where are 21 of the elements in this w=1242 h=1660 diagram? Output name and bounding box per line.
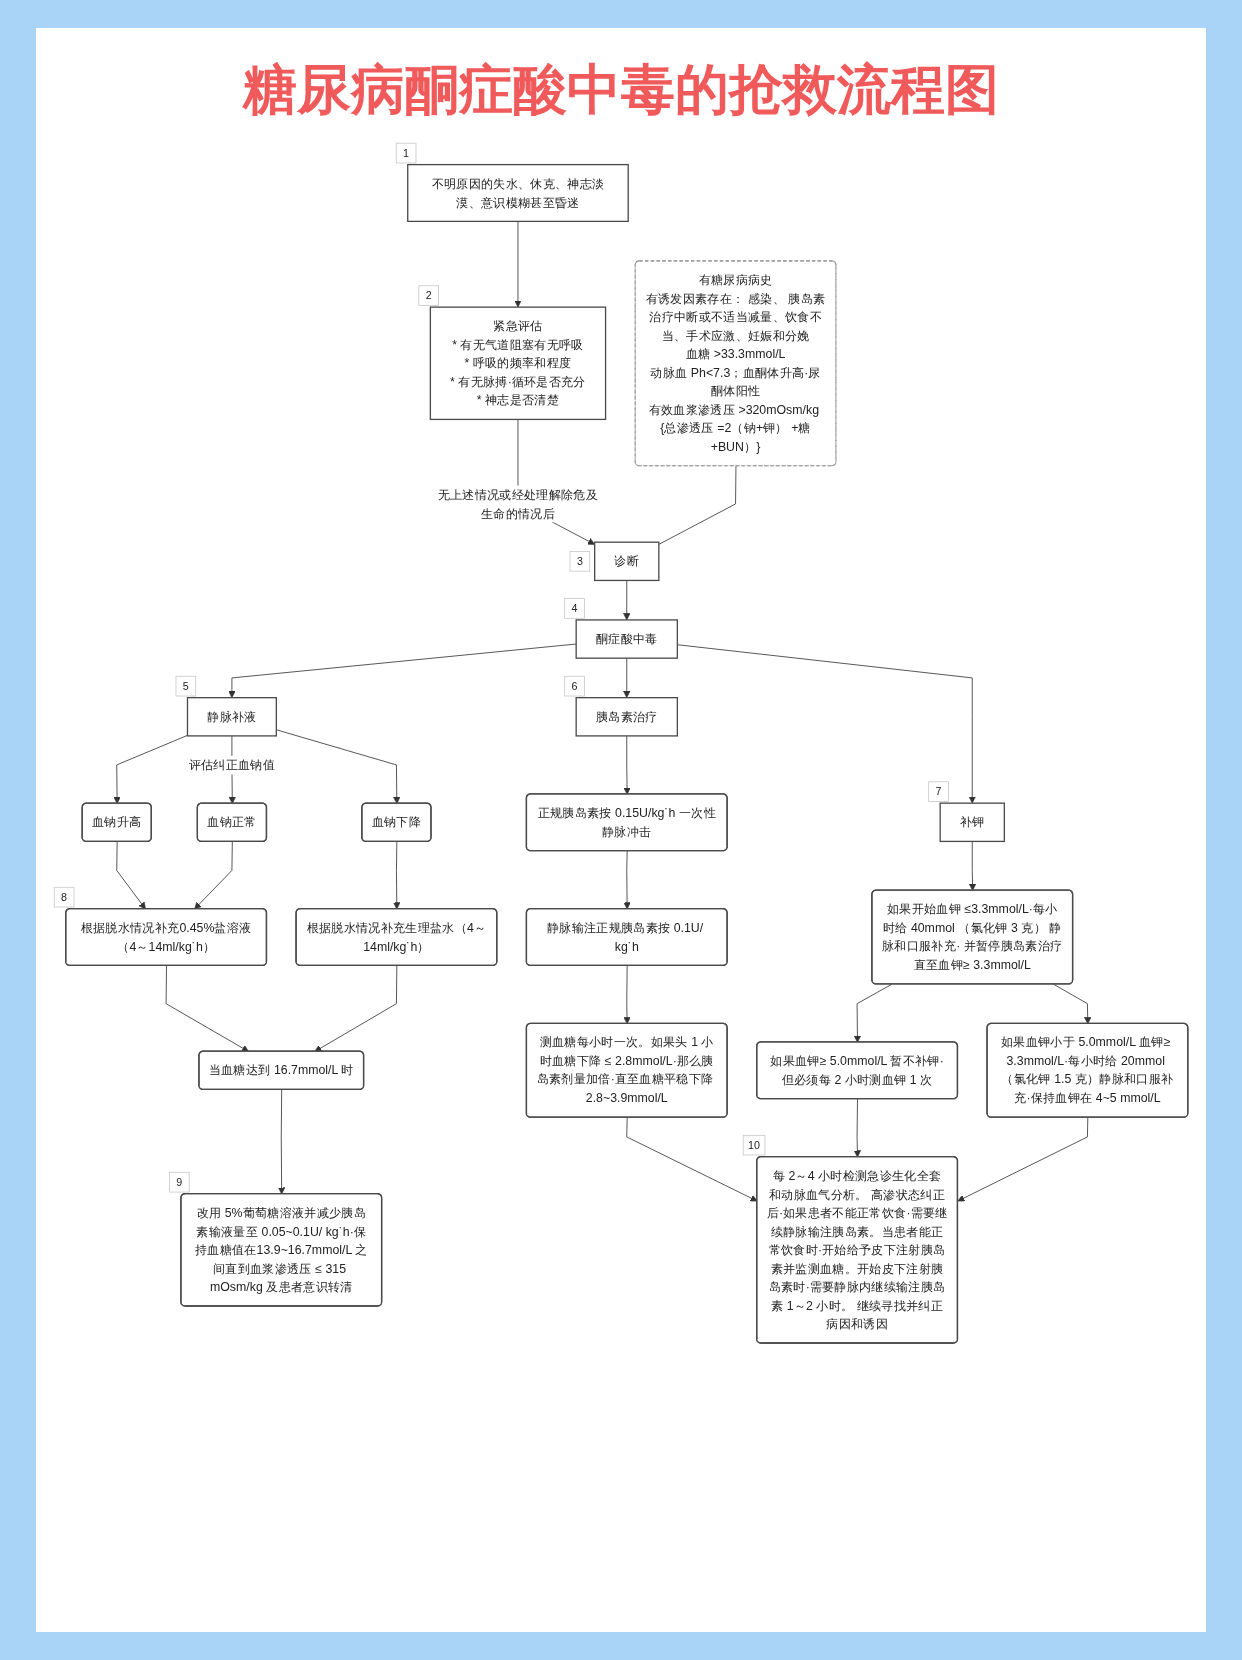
edge-label: 评估纠正血钠值 [188, 757, 276, 772]
step-number: 9 [169, 1171, 190, 1193]
step-number: 3 [569, 551, 591, 572]
node-box: 酮症酸中毒 [575, 619, 678, 659]
step-number: 6 [564, 675, 585, 697]
node-box: 胰岛素治疗 [575, 697, 678, 737]
step-number: 7 [928, 781, 949, 802]
title: 糖尿病酮症酸中毒的抢救流程图 [241, 58, 1000, 121]
step-number: 1 [395, 142, 417, 164]
node-box: 静脉补液 [186, 697, 277, 737]
edge-label: 无上述情况或经处理解除危及生命的情况后 [437, 487, 599, 520]
step-number: 5 [175, 675, 197, 697]
connector [658, 465, 737, 545]
node-box: 不明原因的失水、休克、神志淡漠、意识模糊甚至昏迷 [407, 163, 629, 223]
node-box: 补钾 [939, 802, 1005, 843]
step-number: 4 [564, 598, 585, 619]
step-number: 8 [53, 886, 75, 908]
node-box: 诊断 [594, 541, 660, 582]
node-box: 紧急评估 * 有无气道阻塞有无呼吸 * 呼吸的频率和程度 * 有无脉搏·循环是否充分 * 神志是否清楚 [429, 306, 607, 421]
step-number: 2 [418, 285, 439, 306]
step-number: 10 [742, 1134, 766, 1156]
